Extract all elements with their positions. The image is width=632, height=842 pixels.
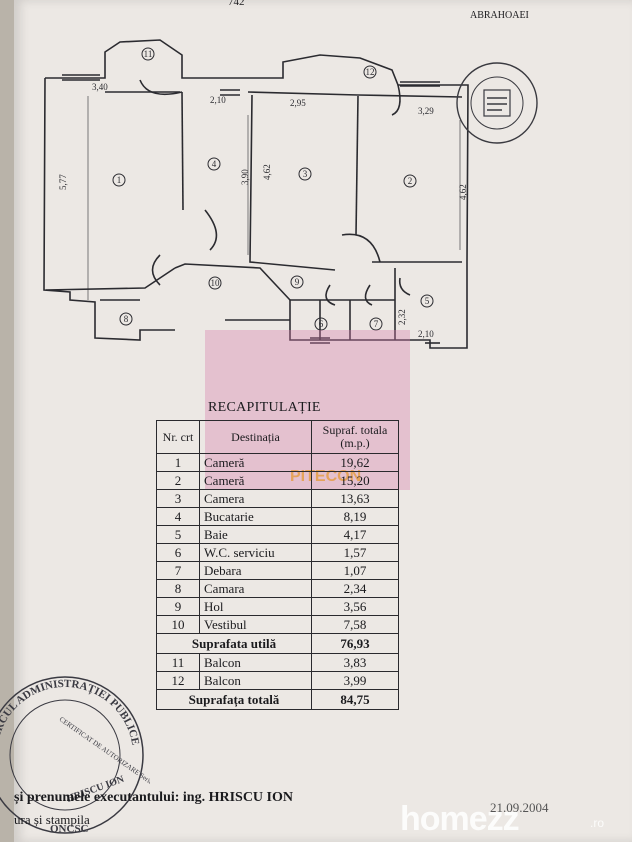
room-label-4: 4 [212,159,217,169]
dim-2-10-bottom: 2,10 [418,329,434,339]
cell-nr: 6 [156,543,200,562]
cell-nr: 4 [156,507,200,526]
cell-nr: 3 [156,489,200,508]
cell-dest: Balcon [199,671,312,690]
cell-dest: Debara [199,561,312,580]
room-label-3: 3 [303,169,308,179]
cell-val: 3,56 [311,597,399,616]
floor-plan: 11 12 1 2 3 4 5 6 7 8 9 10 3,40 2,10 2,9… [43,39,469,349]
cell-val: 2,34 [311,579,399,598]
recap-title: RECAPITULAȚIE [208,400,321,415]
cell-val: 19,62 [311,453,399,472]
total-label: Suprafața totală [156,689,312,710]
room-label-5: 5 [425,296,430,306]
cell-dest: Vestibul [199,615,312,634]
cell-nr: 8 [156,579,200,598]
room-label-11: 11 [144,49,153,59]
stamp-ring-text: CERCUL ADMINISTRAȚIEI PUBLICE [0,678,141,747]
cell-val: 13,63 [311,489,399,508]
cell-dest: W.C. serviciu [199,543,312,562]
cell-nr: 7 [156,561,200,580]
cell-dest: Camara [199,579,312,598]
dim-3-29: 3,29 [418,106,434,116]
agency-stamp [456,62,538,144]
svg-text:CERCUL ADMINISTRAȚIEI PUBLICE: CERCUL ADMINISTRAȚIEI PUBLICE [0,678,141,747]
cell-dest: Hol [199,597,312,616]
header-surface: Supraf. totala (m.p.) [311,420,399,454]
cell-val: 1,07 [311,561,399,580]
dim-2-95: 2,95 [290,98,306,108]
cell-nr: 9 [156,597,200,616]
cell-dest: Cameră [199,471,312,490]
cell-val: 15,20 [311,471,399,490]
room-label-12: 12 [366,67,375,77]
signature-line: ura și stampila [14,812,90,827]
header-nr: Nr. crt [156,420,200,454]
cell-nr: 2 [156,471,200,490]
executant-line: și prenumele executantului: ing. HRISCU … [14,790,293,805]
util-value: 76,93 [311,633,399,654]
cell-dest: Bucatarie [199,507,312,526]
cell-nr: 10 [156,615,200,634]
table-header-row: Nr. crt Destinația Supraf. totala (m.p.) [156,420,399,454]
cell-nr: 5 [156,525,200,544]
signature-text: ABRAHOAEI [470,10,529,21]
room-label-8: 8 [124,314,129,324]
room-label-1: 1 [117,175,122,185]
room-label-6: 6 [319,319,324,329]
dim-5-77: 5,77 [58,174,68,190]
dim-3-40: 3,40 [92,82,108,92]
cell-val: 3,83 [311,653,399,672]
dim-2-32: 2,32 [397,309,407,325]
dim-2-10-top: 2,10 [210,95,226,105]
recap-table: Nr. crt Destinația Supraf. totala (m.p.)… [156,420,399,710]
dim-3-90: 3,90 [240,169,250,185]
cell-val: 7,58 [311,615,399,634]
homezz-logo: homezz [400,800,520,838]
stamp-bottom-text: ONCSC [50,823,89,835]
cell-dest: Baie [199,525,312,544]
cell-nr: 11 [156,653,200,672]
room-label-9: 9 [295,277,300,287]
document-date: 21.09.2004 [490,800,549,815]
dim-4-62-middle: 4,62 [262,164,272,180]
cell-val: 3,99 [311,671,399,690]
cell-dest: Camera [199,489,312,508]
room-label-10: 10 [211,278,221,288]
room-label-7: 7 [374,319,379,329]
cell-val: 4,17 [311,525,399,544]
dim-4-62-right: 4,62 [458,184,468,200]
homezz-domain: .ro [590,816,605,830]
cell-dest: Balcon [199,653,312,672]
cell-nr: 12 [156,671,200,690]
util-label: Suprafata utilă [156,633,312,654]
cell-val: 8,19 [311,507,399,526]
authorization-stamp: CERCUL ADMINISTRAȚIEI PUBLICE CERTIFICAT… [0,676,150,835]
cell-dest: Cameră [199,453,312,472]
cell-nr: 1 [156,453,200,472]
cell-val: 1,57 [311,543,399,562]
total-value: 84,75 [311,689,399,710]
room-label-2: 2 [408,176,413,186]
page-number: 742 [228,0,245,8]
header-destination: Destinația [199,420,312,454]
